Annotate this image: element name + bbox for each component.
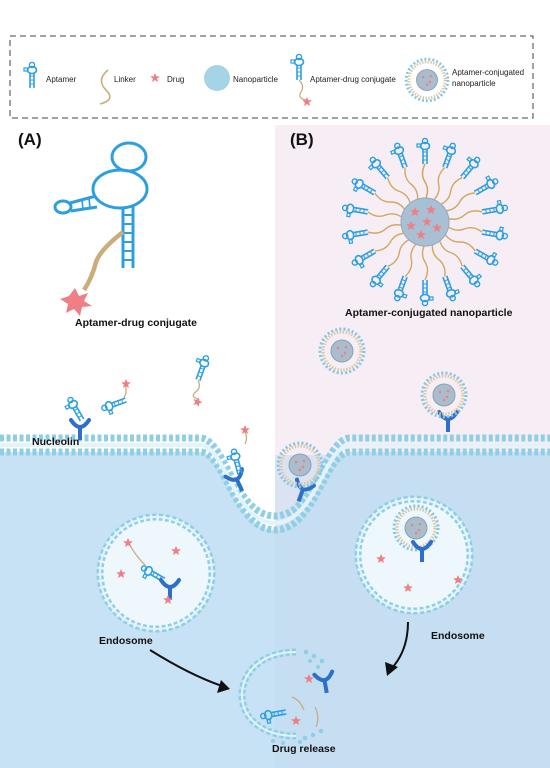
- ruptured-endosome: [238, 648, 338, 745]
- legend-conjugated-np-label-1: Aptamer-conjugated: [452, 68, 524, 77]
- legend-nanoparticle-icon: [204, 65, 230, 91]
- legend-linker-icon: [99, 69, 111, 105]
- label-drug-release: Drug release: [272, 743, 336, 755]
- panel-label-a: (A): [18, 130, 42, 149]
- free-conjugate-1: [189, 352, 212, 408]
- caption-aptamer-drug-conjugate: Aptamer-drug conjugate: [75, 317, 197, 329]
- endosome-right: [354, 495, 474, 615]
- label-nucleolin: Nucleolin: [32, 436, 79, 448]
- arrow-right-to-release: [385, 621, 409, 676]
- panel-label-b: (B): [290, 130, 314, 149]
- legend-conjugate-icon: [290, 53, 312, 106]
- legend-linker-label: Linker: [114, 75, 136, 84]
- large-aptamer-drug-conjugate: [53, 141, 149, 292]
- free-conjugate-2-linker: [123, 384, 127, 399]
- legend-aptamer-label: Aptamer: [46, 75, 77, 84]
- bound-conjugate-linker: [244, 431, 248, 445]
- large-aptamer-conjugated-nanoparticle: [340, 137, 510, 307]
- label-endosome-right: Endosome: [431, 630, 485, 642]
- label-endosome-left: Endosome: [99, 635, 153, 647]
- arrow-left-to-release: [149, 649, 230, 693]
- endosome-left: [96, 513, 216, 633]
- legend-conjugated-np-label-2: nanoparticle: [452, 79, 496, 88]
- legend-conjugate-label: Aptamer-drug conjugate: [310, 75, 396, 84]
- legend-nanoparticle-label: Nanoparticle: [233, 75, 278, 84]
- legend-drug-label: Drug: [167, 75, 184, 84]
- caption-aptamer-conjugated-nanoparticle: Aptamer-conjugated nanoparticle: [345, 307, 513, 319]
- large-drug-star: [60, 288, 92, 316]
- legend-box: [9, 35, 534, 119]
- plasma-membrane: [0, 434, 550, 534]
